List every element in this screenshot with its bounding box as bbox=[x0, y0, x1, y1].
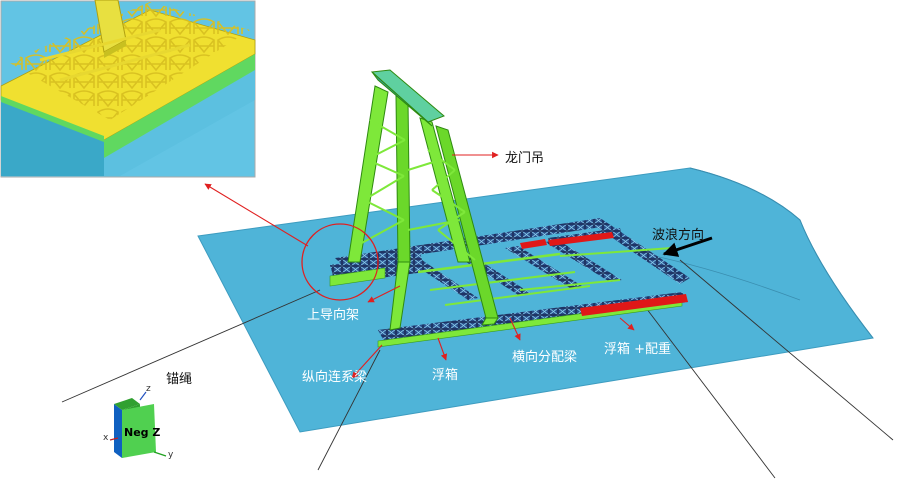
label-longitudinal-tie-beam: 纵向连系梁 bbox=[302, 370, 368, 385]
anchor-cable-southeast bbox=[639, 299, 776, 479]
axis-y-label: y bbox=[168, 450, 174, 460]
zoom-inset bbox=[0, 0, 256, 178]
label-transverse-distribution-beam: 横向分配梁 bbox=[512, 350, 578, 365]
anchor-cable-west bbox=[61, 289, 321, 403]
counterweight-pontoon-back bbox=[548, 232, 614, 246]
label-anchor-cable: 锚绳 bbox=[166, 372, 193, 387]
label-pontoon-counterweight: 浮箱 +配重 bbox=[604, 342, 672, 357]
view-cube-face-label: Neg Z bbox=[124, 426, 161, 439]
detail-highlight-circle bbox=[301, 223, 379, 301]
anchor-cable-southwest bbox=[317, 349, 381, 471]
wave-direction-arrow bbox=[662, 236, 713, 257]
counterweight-pontoon-front bbox=[580, 294, 688, 316]
gantry-crane-model bbox=[347, 69, 499, 331]
axis-z-line bbox=[139, 391, 147, 401]
label-upper-guide-frame: 上导向架 bbox=[307, 308, 360, 323]
arrow-pontoon bbox=[437, 337, 448, 361]
label-gantry-crane: 龙门吊 bbox=[505, 151, 545, 166]
arrow-longitudinal-beam bbox=[351, 344, 383, 379]
arrow-upper-guide bbox=[367, 285, 401, 303]
arrow-counterweight bbox=[619, 317, 635, 331]
axis-z-label: z bbox=[146, 384, 151, 394]
anchor-cable-east bbox=[679, 259, 894, 441]
view-cube bbox=[109, 391, 167, 458]
label-wave-direction: 波浪方向 bbox=[652, 228, 705, 243]
water-plane bbox=[197, 167, 874, 433]
arrow-transverse-beam bbox=[509, 317, 521, 341]
axis-y-line bbox=[153, 451, 167, 457]
anchor-cables bbox=[61, 259, 894, 479]
arrow-to-inset bbox=[204, 183, 309, 247]
label-pontoon: 浮箱 bbox=[432, 368, 459, 383]
axis-x-label: x bbox=[103, 433, 109, 443]
callout-arrows bbox=[204, 151, 635, 379]
axis-x-line bbox=[109, 437, 119, 441]
